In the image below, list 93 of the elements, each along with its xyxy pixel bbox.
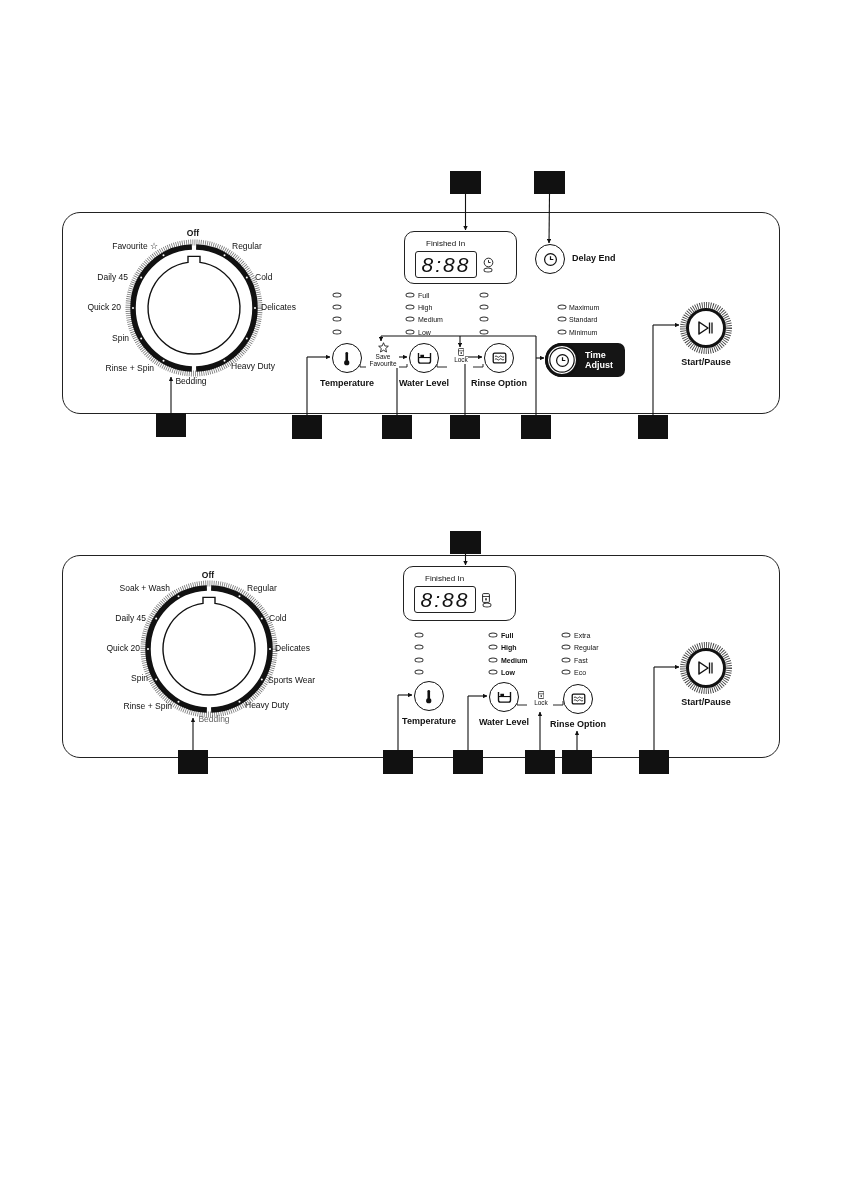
bracket-line [562,700,564,706]
leader-line [535,357,537,416]
program-label: Quick 20 [106,643,140,653]
button-label: Temperature [320,379,374,389]
callout-box [638,415,668,439]
callout-box [562,750,592,774]
program-label: Delicates [261,302,296,312]
program-label: Off [201,570,215,580]
leader-line [396,354,408,360]
callout-box [178,750,208,774]
leader-line [464,354,483,360]
button-label: Start/Pause [681,358,731,368]
leader-line [378,335,384,342]
program-label: Heavy Duty [245,700,289,710]
leader-line [535,335,537,359]
program-label: Regular [247,583,277,593]
program-label: Daily 45 [97,272,128,282]
leader-line [168,376,174,414]
leader-line [397,692,413,698]
program-label: Daily 45 [115,613,146,623]
program-label: Delicates [275,643,310,653]
display-panel [403,566,516,621]
leader-line [467,693,488,699]
digital-readout: 8:88 [414,586,476,613]
callout-box [450,171,481,194]
bracket-line [406,363,408,368]
program-label: Favourite ☆ [112,241,158,251]
program-label: Rinse + Spin [123,701,172,711]
display-panel [404,231,517,284]
program-label: Heavy Duty [231,361,275,371]
leader-line [574,730,580,751]
callout-box [534,171,565,194]
callout-box [156,413,186,437]
control-panel [62,212,780,414]
bracket-line [359,366,367,368]
leader-line [459,335,537,337]
callout-box [382,415,412,439]
leader-line [535,355,545,361]
bracket-line [397,366,408,368]
leader-line [457,335,463,348]
leader-line [467,695,469,751]
button-label: Water Level [478,718,530,728]
bracket-line [482,363,484,368]
leader-line [653,666,655,751]
program-label: Bedding [198,714,230,724]
time-adjust-button: Time Adjust [545,343,625,377]
callout-box [292,415,322,439]
leader-line [652,322,680,328]
leader-line [380,335,461,337]
program-label: Cold [269,613,287,623]
display-caption: Finished In [425,575,465,583]
bracket-line [359,362,361,368]
callout-box [453,750,483,774]
leader-line [463,553,468,566]
program-label: Rinse + Spin [105,363,154,373]
button-label: Start/Pause [681,698,731,708]
leader-line [653,664,680,670]
callout-box [383,750,413,774]
leader-line [306,354,331,360]
leader-line [546,193,552,244]
button-label: Temperature [402,717,456,727]
bracket-line [472,366,484,368]
bracket-line [436,363,438,368]
program-label: Quick 20 [87,302,121,312]
leader-line [306,356,308,416]
callout-box [525,750,555,774]
callout-box [521,415,551,439]
callout-box [450,531,481,554]
bracket-line [436,366,448,368]
program-label: Bedding [175,376,207,386]
button-label: Delay End [572,254,616,264]
program-label: Cold [255,272,273,282]
button-label: Rinse Option [471,379,527,389]
callout-box [450,415,480,439]
button-label: Water Level [398,379,450,389]
program-label: Spin [131,673,148,683]
digital-readout: 8:88 [415,251,477,278]
leader-line [397,694,399,751]
bracket-line [516,704,528,706]
program-label: Sports Wear [268,675,316,685]
display-caption: Finished In [426,240,466,248]
program-label: Regular [232,241,262,251]
program-label: Off [186,228,200,238]
callout-box [639,750,669,774]
bracket-line [552,704,564,706]
control-panel [62,555,780,758]
leader-line [463,193,468,231]
leader-line [190,717,196,751]
button-label: Rinse Option [550,720,606,730]
program-label: Spin [112,333,129,343]
leader-line [652,324,654,416]
program-label: Soak + Wash [119,583,170,593]
leader-line [537,711,543,751]
